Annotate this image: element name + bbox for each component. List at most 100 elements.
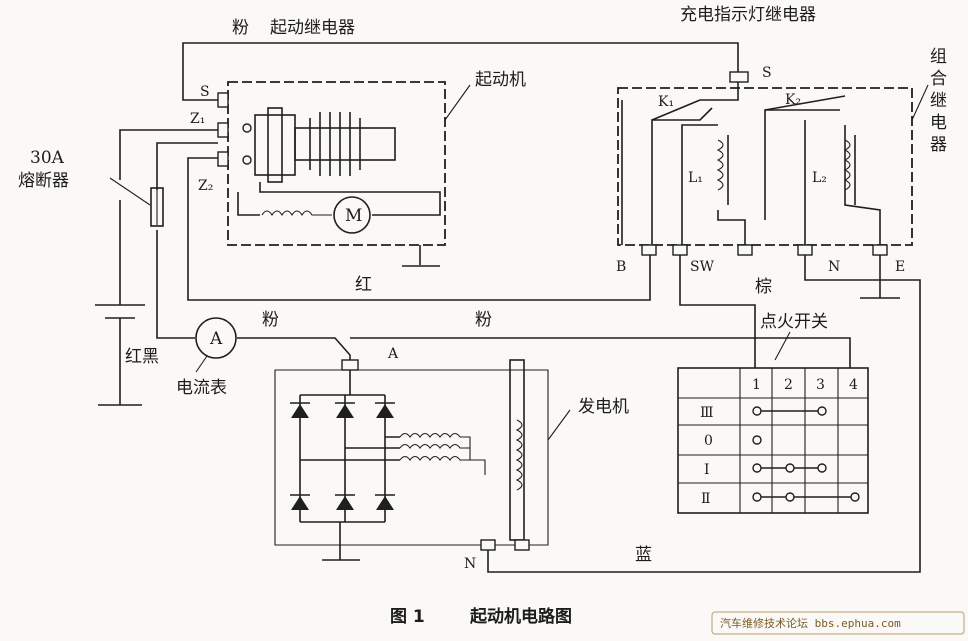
switch-col-1: 1 (752, 377, 761, 393)
plunger-rod (294, 127, 396, 161)
solenoid-body (254, 114, 296, 176)
starter-inner-wiring (237, 182, 441, 216)
terminal-a (341, 359, 359, 371)
wire-brown (679, 255, 756, 368)
k2-blade (764, 95, 846, 111)
label-terminal-z1: Z₁ (190, 111, 205, 127)
switch-table-grid (678, 368, 868, 513)
k1-switch (621, 100, 713, 245)
diodes-upper (291, 404, 394, 418)
generator-pointer (547, 409, 571, 441)
rectifier-busbars (300, 370, 385, 560)
wire-pink-right (350, 337, 851, 368)
contact-1 (242, 123, 252, 133)
wire-fuse-lead (156, 142, 218, 190)
label-fuse-30a: 30A (30, 148, 65, 168)
label-combo-relay-5: 器 (930, 135, 947, 155)
label-combo-relay-1: 组 (930, 47, 947, 67)
stator-leads (300, 436, 400, 461)
ammeter-pointer (195, 355, 208, 373)
label-red-black: 红黑 (125, 347, 159, 367)
label-l1: L₁ (688, 170, 703, 186)
label-starter: 起动机 (475, 70, 526, 90)
k1-blade (651, 99, 701, 121)
label-motor: M (345, 206, 362, 226)
label-b: B (616, 259, 626, 275)
label-starter-relay: 起动继电器 (270, 18, 355, 38)
watermark-box (711, 611, 965, 635)
starter-housing (227, 81, 446, 246)
field-winding (515, 419, 523, 491)
switch-contacts (752, 406, 860, 502)
l2-coil (843, 139, 851, 191)
fuse-symbol (150, 187, 164, 227)
label-ammeter-symbol: A (209, 329, 223, 349)
gen-terminal-n (480, 539, 496, 551)
stator-winding-3 (399, 455, 486, 475)
label-combo-relay-3: 继 (930, 91, 947, 111)
terminal-s (217, 92, 229, 108)
label-pink-mid: 粉 (262, 310, 279, 330)
label-sw: SW (690, 259, 715, 275)
combo-relay-pointer (911, 84, 929, 121)
caption-title: 起动机电路图 (469, 606, 572, 627)
label-n: N (828, 259, 840, 275)
solenoid-core (267, 107, 283, 183)
label-blue: 蓝 (635, 545, 652, 565)
contact-2 (242, 155, 252, 165)
stator-winding-2 (399, 443, 470, 449)
terminal-z1 (217, 122, 229, 138)
combo-relay-housing (617, 87, 913, 246)
diodes-lower (291, 496, 394, 510)
switch-col-2: 2 (784, 377, 793, 393)
label-charge-lamp-relay: 充电指示灯继电器 (680, 5, 816, 25)
label-combo-relay-4: 电 (930, 113, 947, 133)
generator-housing (274, 369, 549, 546)
label-relay-s: S (762, 65, 772, 81)
field-coil (261, 210, 332, 217)
l2-coil-leads (804, 120, 881, 245)
k2-switch (764, 109, 840, 245)
terminal-b (641, 244, 657, 256)
ammeter-circle (195, 317, 237, 359)
switch-col-4: 4 (849, 377, 858, 393)
terminal-sw (672, 244, 688, 256)
watermark-text: 汽车维修技术论坛 bbs.ephua.com (720, 616, 901, 630)
switch-table (677, 367, 869, 514)
label-pink-top: 粉 (232, 18, 249, 38)
switch-row-label-0: 0 (704, 433, 713, 449)
caption-figure-no: 图 1 (390, 607, 425, 627)
starter-pointer (444, 84, 471, 121)
terminal-mid (737, 244, 753, 256)
switch-row-label-iii: Ⅲ (700, 405, 714, 421)
label-generator: 发电机 (578, 397, 629, 417)
wire-blue (487, 255, 921, 573)
terminal-z2 (217, 151, 229, 167)
switch-row-label-ii: Ⅱ (701, 491, 711, 507)
l1-coil (716, 139, 724, 191)
switch-pointer (774, 331, 791, 361)
label-fuse: 熔断器 (18, 171, 69, 191)
label-gen-n: N (464, 556, 476, 572)
label-l2: L₂ (812, 170, 827, 186)
gen-terminal-f (514, 539, 530, 551)
wire-red (187, 157, 651, 301)
fuse-pointer (109, 177, 151, 206)
wire-z1-feed (119, 129, 218, 180)
relay-s-bus (700, 82, 739, 101)
label-terminal-z2: Z₂ (198, 178, 213, 194)
terminal-n (797, 244, 813, 256)
label-combo-relay-2: 合 (930, 69, 947, 89)
l1-coil-leads (681, 124, 746, 245)
plunger-coils (309, 112, 361, 176)
label-pink-right: 粉 (475, 310, 492, 330)
motor-circle (333, 196, 371, 234)
label-brown: 棕 (755, 277, 772, 297)
label-gen-a: A (387, 346, 399, 362)
label-k1: K₁ (658, 94, 674, 110)
label-terminal-s: S (200, 84, 210, 100)
stator-winding-1 (399, 432, 471, 460)
label-e: E (895, 259, 905, 275)
